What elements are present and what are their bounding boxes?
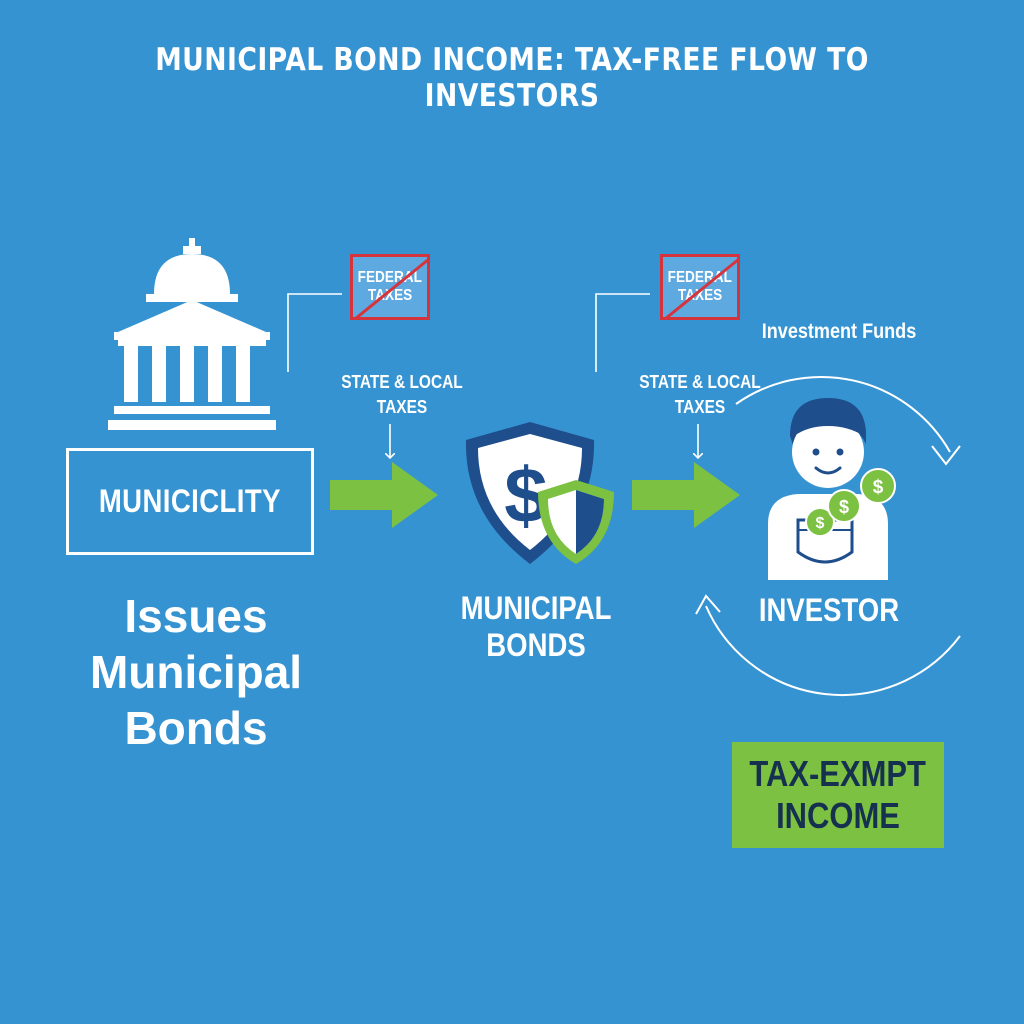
issues-caption-line2: Municipal bbox=[89, 646, 303, 698]
flow-arrow-2 bbox=[632, 462, 740, 528]
state-taxes-line1: STATE & LOCAL bbox=[341, 372, 463, 392]
diagram-title: MUNICIPAL BOND INCOME: TAX-FREE FLOW TO … bbox=[155, 42, 869, 114]
municipality-box: MUNICICLITY bbox=[66, 448, 314, 555]
investor-label: INVESTOR bbox=[758, 592, 900, 628]
issues-caption: Issues Municipal Bonds bbox=[56, 588, 336, 756]
state-taxes-line2: TAXES bbox=[376, 397, 428, 417]
issues-caption-line1: Issues bbox=[124, 590, 268, 642]
svg-text:$: $ bbox=[873, 477, 884, 498]
federal-taxes-line1: FEDERAL bbox=[357, 269, 423, 286]
federal-bracket-line-2 bbox=[595, 293, 650, 372]
investment-funds-label: Investment Funds bbox=[761, 320, 917, 343]
funds-flow-arc-top bbox=[735, 375, 951, 453]
state-taxes-line1: STATE & LOCAL bbox=[639, 372, 761, 392]
municipal-bonds-label: MUNICIPAL BONDS bbox=[460, 590, 612, 663]
state-local-taxes-2: STATE & LOCAL TAXES bbox=[631, 370, 769, 420]
flow-arrow-1 bbox=[330, 462, 438, 528]
federal-taxes-line1: FEDERAL bbox=[667, 269, 733, 286]
issues-caption-line3: Bonds bbox=[124, 702, 268, 754]
federal-taxes-box-1: FEDERAL TAXES bbox=[350, 254, 430, 320]
svg-text:$: $ bbox=[839, 497, 849, 517]
cross-out-icon bbox=[355, 258, 427, 317]
federal-bracket-line-1 bbox=[287, 293, 342, 372]
income-flow-arc-bottom bbox=[705, 605, 961, 696]
state-taxes-line2: TAXES bbox=[674, 397, 726, 417]
federal-taxes-box-2: FEDERAL TAXES bbox=[660, 254, 740, 320]
tax-exempt-line2: INCOME bbox=[776, 795, 900, 836]
municipality-label: MUNICICLITY bbox=[98, 483, 282, 519]
tax-exempt-line1: TAX-EXMPT bbox=[749, 753, 927, 794]
state-local-taxes-1: STATE & LOCAL TAXES bbox=[333, 370, 471, 420]
tax-exempt-income-box: TAX-EXMPT INCOME bbox=[732, 742, 944, 848]
cross-out-icon bbox=[665, 258, 737, 317]
government-building-icon bbox=[108, 238, 276, 430]
dollar-shield-icon: $ bbox=[465, 422, 614, 564]
investor-with-coins-icon: $ $ $ bbox=[768, 398, 896, 580]
svg-text:$: $ bbox=[816, 515, 825, 532]
